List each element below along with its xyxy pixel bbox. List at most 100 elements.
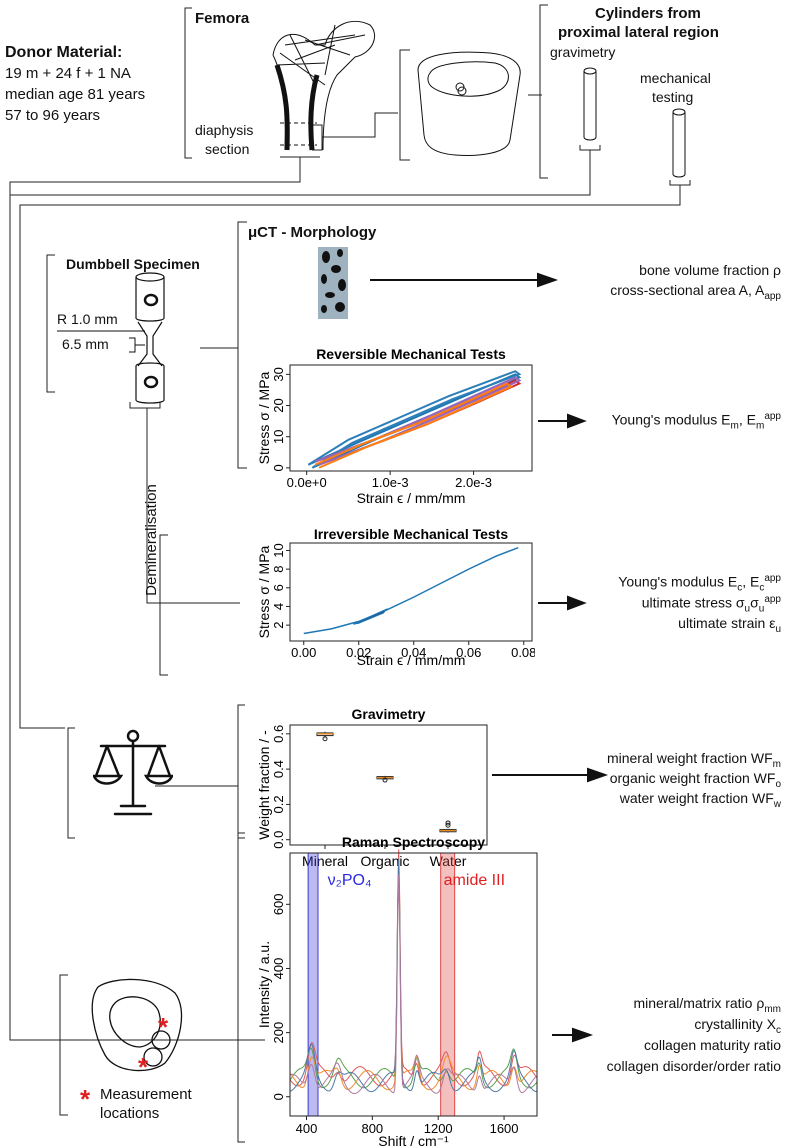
cylinder-gravimetry-label: gravimetry <box>550 44 616 60</box>
section-label: section <box>205 141 250 157</box>
plot-frame <box>289 724 488 846</box>
y-tick-label: 4 <box>271 603 286 610</box>
band-label-amide: amide III <box>444 872 505 889</box>
raman-output-maturity: collagen maturity ratio <box>644 1037 781 1053</box>
grav-output-water: water weight fraction WFw <box>619 790 781 810</box>
raman-output-mineral-matrix: mineral/matrix ratio ρmm <box>633 995 781 1015</box>
grav-output-organic: organic weight fraction WFo <box>609 770 781 790</box>
femur-illustration <box>272 20 375 151</box>
donor-age-range: 57 to 96 years <box>5 107 101 124</box>
cylinder-gravimetry <box>583 67 597 141</box>
measurement-star-2: * <box>138 1052 149 1082</box>
x-tick-label: 0.08 <box>511 645 535 660</box>
donor-median-age: median age 81 years <box>5 86 146 103</box>
y-tick-label: 10 <box>271 429 286 443</box>
x-axis-label: Shift / cm⁻¹ <box>378 1133 449 1146</box>
cylinder-mechanical-label-2: testing <box>652 89 694 105</box>
plot-frame <box>289 852 538 1117</box>
demineralisation-label: Demineralisation <box>143 484 160 596</box>
y-tick-label: 10 <box>271 543 286 557</box>
dumbbell-dimension-lines <box>57 330 145 353</box>
y-axis-label: Intensity / a.u. <box>256 941 272 1028</box>
irr-output-ultimate-strain: ultimate strain εu <box>678 615 781 635</box>
y-tick-label: 20 <box>271 398 286 412</box>
cylinder-mechanical <box>672 108 686 178</box>
measurement-legend-2: locations <box>100 1105 160 1122</box>
category-label: Water <box>430 853 467 869</box>
x-tick-label: 1200 <box>424 1121 453 1136</box>
y-tick-label: 0.0 <box>271 831 286 849</box>
chart-title: Reversible Mechanical Tests <box>316 346 506 362</box>
category-label: Mineral <box>302 853 348 869</box>
raman-output-disorder: collagen disorder/order ratio <box>606 1058 781 1074</box>
dumbbell-radius: R 1.0 mm <box>57 311 118 327</box>
box-outlier <box>382 777 388 783</box>
category-label: Organic <box>360 853 409 869</box>
box-outlier <box>445 820 451 826</box>
y-axis-label: Weight fraction / - <box>256 730 272 840</box>
stress-strain-curve-1 <box>303 546 519 635</box>
raman-spectrum-2 <box>289 865 538 1089</box>
stress-strain-series-2 <box>307 370 522 469</box>
donor-title: Donor Material: <box>5 44 123 61</box>
uct-image <box>318 247 348 319</box>
reversible-chart: Reversible Mechanical Tests 0.0e+0 1.0e-3 2… <box>256 346 533 506</box>
x-tick-label: 0.0e+0 <box>287 475 327 490</box>
y-tick-label: 0 <box>271 464 286 471</box>
x-tick-label: 0.00 <box>291 645 316 660</box>
irreversible-chart: Irreversible Mechanical Tests 0.00 0.02 0.0… <box>256 526 535 668</box>
balance-scale-icon <box>93 729 173 816</box>
y-tick-label: 0.4 <box>271 760 286 778</box>
y-tick-label: 8 <box>271 566 286 573</box>
measurement-legend-star: * <box>80 1084 91 1114</box>
cylinders-title-1: Cylinders from <box>595 5 701 22</box>
raman-spectrum-3 <box>289 861 538 1091</box>
raman-cross-section-illustration <box>91 978 183 1072</box>
uct-title: μCT - Morphology <box>248 224 377 241</box>
irr-output-modulus: Young's modulus Ec, Ecapp <box>618 573 781 594</box>
y-tick-label: 400 <box>271 958 286 980</box>
x-tick-label: 0.06 <box>456 645 481 660</box>
x-axis-label: Strain ϵ / mm/mm <box>357 652 466 668</box>
x-tick-label: 0.04 <box>401 645 426 660</box>
cross-section-illustration <box>417 51 521 156</box>
y-tick-label: 0 <box>271 1093 286 1100</box>
y-tick-label: 2 <box>271 622 286 629</box>
diaphysis-label: diaphysis <box>195 122 254 138</box>
raman-spectrum-4 <box>289 858 538 1093</box>
raman-chart: ν₂PO₄ amide III Raman Spectroscopy 400 800 12… <box>256 834 538 1146</box>
y-tick-label: 0.2 <box>271 795 286 813</box>
donor-count: 19 m + 24 f + 1 NA <box>5 65 131 82</box>
x-tick-label: 800 <box>361 1121 383 1136</box>
dumbbell-title: Dumbbell Specimen <box>66 256 200 272</box>
x-tick-label: 1600 <box>490 1121 519 1136</box>
y-axis-label: Stress σ / MPa <box>256 371 272 464</box>
box-outlier <box>445 822 451 828</box>
grav-output-mineral: mineral weight fraction WFm <box>606 750 781 770</box>
raman-spectrum-5 <box>289 874 538 1095</box>
x-tick-label: 0.02 <box>346 645 371 660</box>
stress-strain-series-5 <box>314 376 522 466</box>
x-tick-label: 2.0e-3 <box>455 475 492 490</box>
y-tick-label: 0.6 <box>271 725 286 743</box>
x-axis-label: Strain ϵ / mm/mm <box>357 490 466 506</box>
stress-strain-series-6 <box>314 382 513 469</box>
y-tick-label: 6 <box>271 584 286 591</box>
dumbbell-length: 6.5 mm <box>62 336 109 352</box>
x-tick-label: 1.0e-3 <box>372 475 409 490</box>
hysteresis-loops <box>353 608 388 625</box>
plot-frame <box>289 542 533 642</box>
y-tick-label: 30 <box>271 367 286 381</box>
chart-title: Gravimetry <box>352 706 426 722</box>
x-tick-label: 400 <box>296 1121 318 1136</box>
chart-title: Irreversible Mechanical Tests <box>314 526 508 542</box>
chart-title: Raman Spectroscopy <box>342 834 485 850</box>
cylinders-title-2: proximal lateral region <box>558 24 719 41</box>
uct-output-area: cross-sectional area A, Aapp <box>610 282 781 302</box>
raman-output-crystallinity: crystallinity Xc <box>694 1016 781 1036</box>
band-label-phosphate: ν₂PO₄ <box>328 872 372 889</box>
measurement-legend-1: Measurement <box>100 1086 192 1103</box>
rev-output: Young's modulus Em, Emapp <box>611 411 781 432</box>
box-outlier <box>322 736 328 742</box>
